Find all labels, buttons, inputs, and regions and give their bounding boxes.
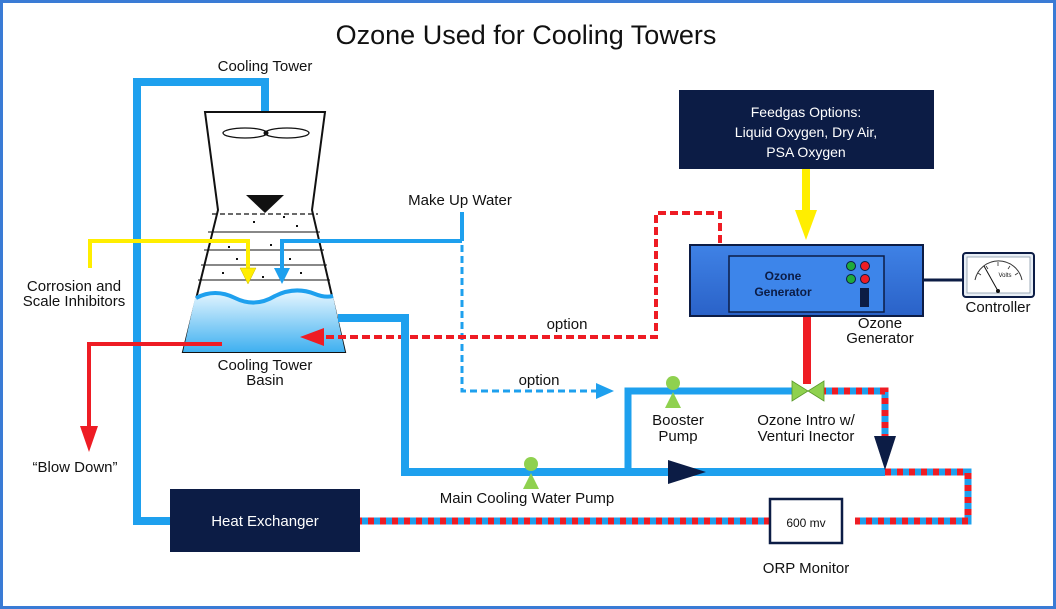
- booster-pump-label-line-2: Pump: [658, 428, 697, 445]
- controller-gauge-icon: [962, 252, 1035, 298]
- orp-monitor-box: [768, 497, 844, 545]
- orp-monitor-label: ORP Monitor: [763, 560, 849, 577]
- basin-water-surface: [195, 288, 334, 305]
- basin-label-line-2: Basin: [246, 372, 284, 389]
- ozone-generator-panel: [728, 255, 885, 313]
- ozonated-flow-arrow-icon: [874, 436, 896, 470]
- option-top-label: option: [547, 316, 588, 333]
- make-up-arrow-icon: [274, 268, 290, 284]
- orp-value: 600 mv: [786, 516, 825, 530]
- option-bottom-label: option: [519, 372, 560, 389]
- blow-down-arrow-icon: [80, 426, 98, 452]
- option-ozone-arrow-icon: [300, 328, 324, 346]
- indicator-light-green-2: [846, 274, 856, 284]
- spray-nozzle-icon: [246, 195, 284, 213]
- flow-direction-arrow-icon: [668, 460, 706, 484]
- heat-exchanger-box: [170, 489, 360, 552]
- make-up-water-label: Make Up Water: [408, 192, 512, 209]
- indicator-light-red-1: [860, 261, 870, 271]
- booster-pump-icon: [665, 376, 681, 408]
- cooling-tower-label: Cooling Tower: [218, 58, 313, 75]
- option-water-dashed-line: [460, 245, 598, 393]
- inhibitor-feed-line: [88, 239, 250, 270]
- return-water-pipe: [133, 78, 269, 525]
- option-water-arrow-icon: [596, 383, 614, 399]
- booster-pump-label-line-1: Booster: [652, 412, 704, 429]
- make-up-water-line: [280, 239, 462, 270]
- fan-hub: [263, 130, 269, 136]
- ozone-intro-label-line-2: Venturi Inector: [758, 428, 855, 445]
- gauge-volts-label: Volts: [998, 273, 1011, 279]
- basin-outlet-pipe: [338, 314, 885, 476]
- venturi-injector-icon: [791, 380, 825, 402]
- main-pump-label: Main Cooling Water Pump: [440, 490, 615, 507]
- feedgas-options-box: [679, 90, 934, 169]
- ozone-generator-panel-line-2: Generator: [754, 285, 812, 299]
- blow-down-line: [87, 342, 222, 428]
- diagram-title: Ozone Used for Cooling Towers: [336, 20, 717, 50]
- controller-label: Controller: [965, 299, 1030, 316]
- ozone-generator-label-line-2: Generator: [846, 330, 914, 347]
- feedgas-line-1: Feedgas Options:: [751, 104, 862, 120]
- feedgas-line-2: Liquid Oxygen, Dry Air,: [735, 124, 877, 140]
- blow-down-label: “Blow Down”: [32, 459, 117, 476]
- ozonated-water-pipe: [360, 387, 972, 525]
- inhibitor-arrow-icon: [239, 267, 257, 285]
- basin-label-line-1: Cooling Tower: [218, 357, 313, 374]
- option-ozone-dashed-line: [322, 211, 722, 339]
- ozone-generator-label-line-1: Ozone: [858, 315, 902, 332]
- generator-switch: [860, 288, 869, 307]
- indicator-light-green-1: [846, 261, 856, 271]
- feedgas-arrow-icon: [795, 210, 817, 240]
- booster-loop-pipe: [624, 387, 795, 472]
- main-pump-icon: [523, 457, 539, 489]
- corrosion-label-line-1: Corrosion and: [27, 278, 121, 295]
- feedgas-line-3: PSA Oxygen: [766, 144, 845, 160]
- corrosion-label-line-2: Scale Inhibitors: [23, 293, 126, 310]
- heat-exchanger-label: Heat Exchanger: [211, 513, 319, 530]
- indicator-light-red-2: [860, 274, 870, 284]
- ozone-intro-label-line-1: Ozone Intro w/: [757, 412, 855, 429]
- ozone-generator-panel-line-1: Ozone: [765, 269, 802, 283]
